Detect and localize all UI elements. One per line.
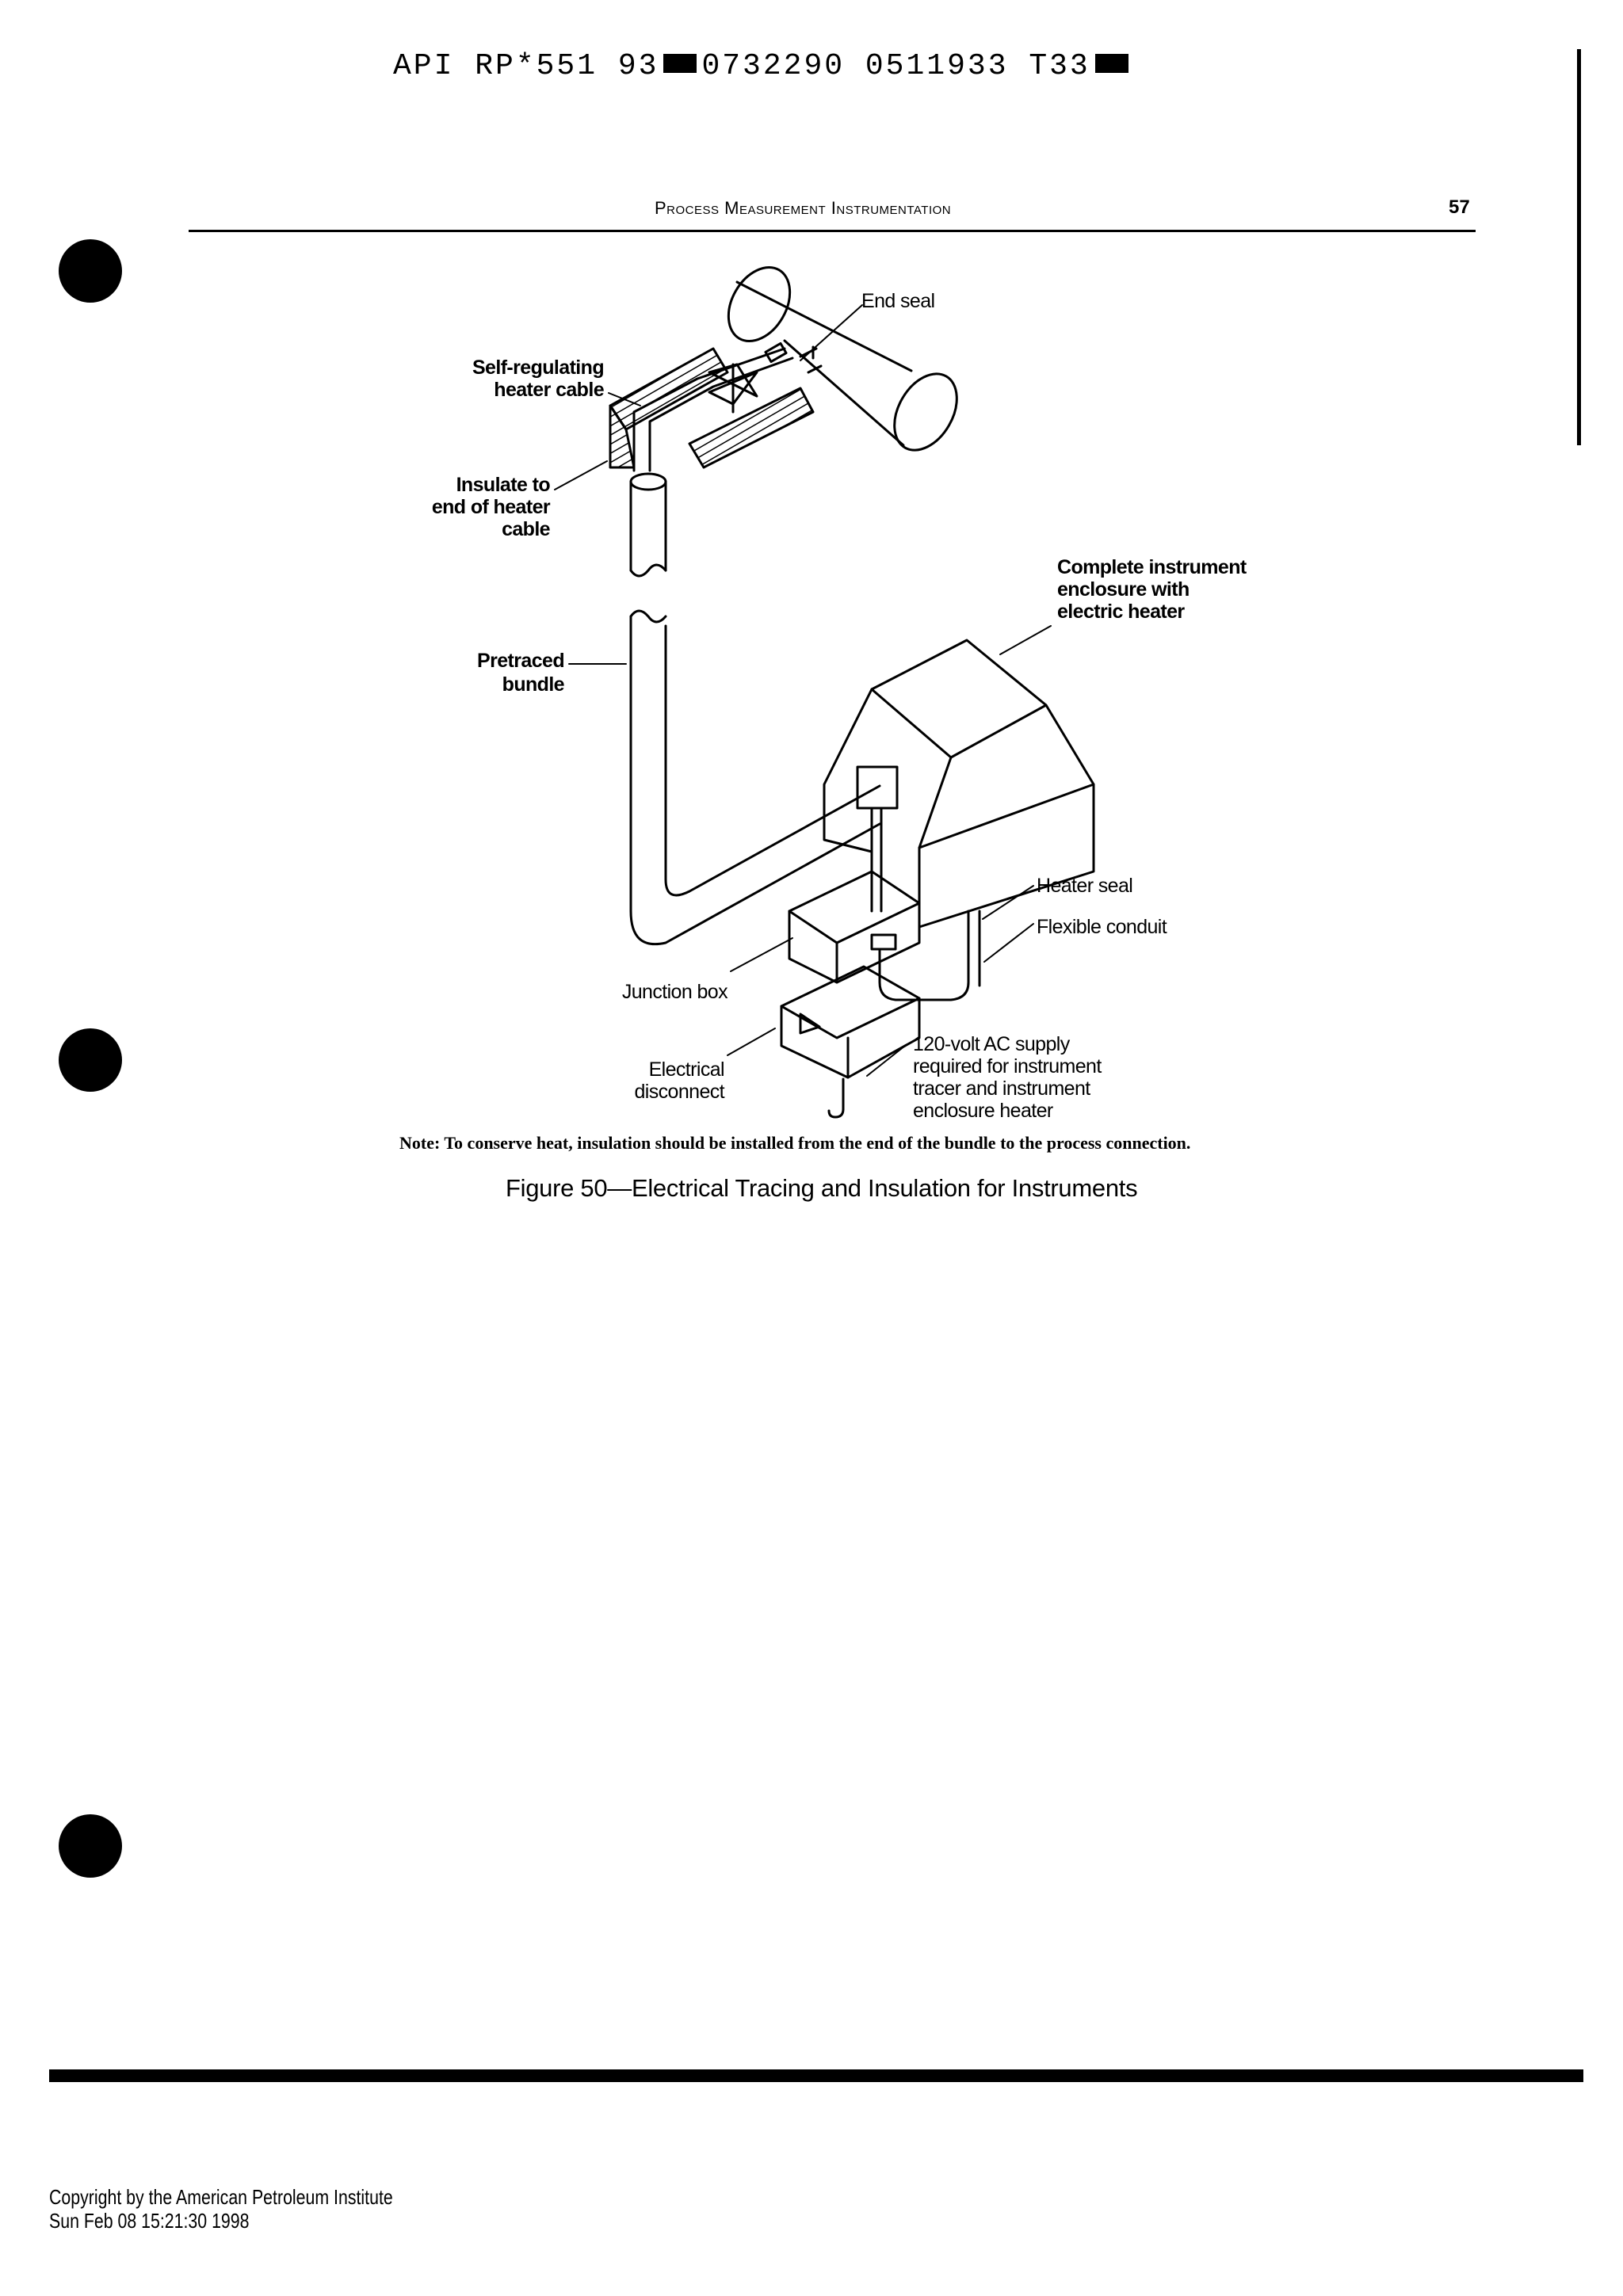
label-pretraced-2: bundle (502, 673, 565, 696)
running-head: Process Measurement Instrumentation (655, 198, 952, 218)
copyright-block: Copyright by the American Petroleum Inst… (49, 2185, 393, 2233)
document-code-line: API RP*551 93 0732290 0511933 T33 (393, 49, 1133, 83)
redaction-block (663, 53, 697, 73)
label-insulate-3: cable (502, 518, 551, 540)
label-complete-1: Complete instrument (1057, 556, 1247, 578)
bundle-long (629, 609, 881, 946)
label-junction-box: Junction box (622, 981, 728, 1003)
label-supply-1: 120-volt AC supply (913, 1033, 1071, 1055)
instrument-enclosure (823, 639, 1095, 929)
label-heater-seal: Heater seal (1037, 875, 1132, 897)
label-end-seal: End seal (861, 290, 935, 312)
process-pipe (727, 265, 958, 452)
header-rule (189, 230, 1476, 232)
junction-box (788, 870, 921, 984)
label-supply-2: required for instrument (913, 1055, 1102, 1077)
footer-rule (49, 2069, 1583, 2082)
punch-hole (59, 1814, 122, 1878)
label-insulate-2: end of heater (432, 496, 551, 518)
label-complete-2: enclosure with (1057, 578, 1190, 601)
label-pretraced-1: Pretraced (477, 650, 564, 672)
label-heater-cable: heater cable (494, 379, 604, 401)
redaction-block (1094, 53, 1128, 73)
label-supply-3: tracer and instrument (913, 1077, 1090, 1100)
leader-lines (554, 304, 1052, 1077)
copyright-timestamp: Sun Feb 08 15:21:30 1998 (49, 2209, 250, 2233)
copyright-line-1: Copyright by the American Petroleum Inst… (49, 2185, 393, 2209)
label-electrical-2: disconnect (634, 1081, 724, 1103)
punch-hole (59, 1028, 122, 1092)
figure-note: Note: To conserve heat, insulation shoul… (399, 1133, 1191, 1153)
disconnect-box (780, 965, 921, 1119)
label-complete-3: electric heater (1057, 601, 1185, 623)
figure-caption: Figure 50—Electrical Tracing and Insulat… (506, 1174, 1138, 1202)
page-number: 57 (1449, 196, 1470, 218)
bundle-top (629, 472, 667, 578)
doc-code-part2: 0732290 0511933 T33 (701, 49, 1090, 83)
punch-hole (59, 239, 122, 303)
scan-edge-line (1577, 49, 1581, 445)
label-flexible-conduit: Flexible conduit (1037, 916, 1167, 938)
label-supply-4: enclosure heater (913, 1100, 1053, 1122)
figure-diagram: End seal Self-regulating heater cable In… (432, 265, 1247, 1122)
label-self-regulating: Self-regulating (472, 357, 604, 379)
label-electrical-1: Electrical (649, 1058, 724, 1081)
label-insulate-1: Insulate to (456, 474, 551, 496)
doc-code-part1: API RP*551 93 (393, 49, 659, 83)
